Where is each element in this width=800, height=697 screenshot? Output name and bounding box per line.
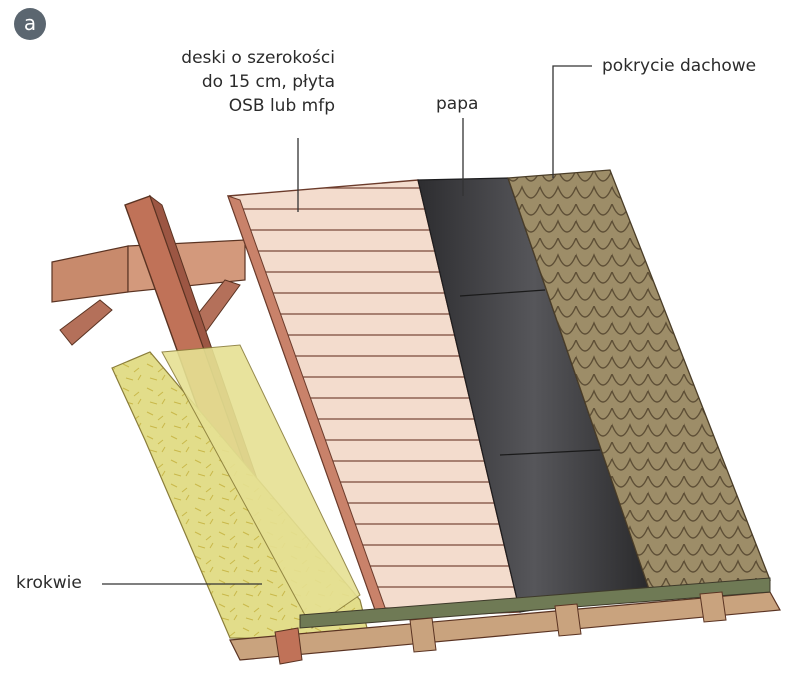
rafters-label: krokwie: [16, 573, 82, 593]
boards-label: deski o szerokości do 15 cm, płyta OSB l…: [181, 46, 335, 118]
eave-battens: [229, 577, 781, 665]
roofing-label: pokrycie dachowe: [602, 56, 757, 76]
leader-lines: [102, 65, 592, 585]
boards-label-line-2: do 15 cm, płyta: [201, 72, 335, 92]
boards-label-line-1: deski o szerokości: [181, 48, 335, 68]
boards-label-line-3: OSB lub mfp: [228, 96, 335, 116]
figure-badge: a: [14, 8, 46, 40]
felt-label: papa: [436, 94, 479, 114]
